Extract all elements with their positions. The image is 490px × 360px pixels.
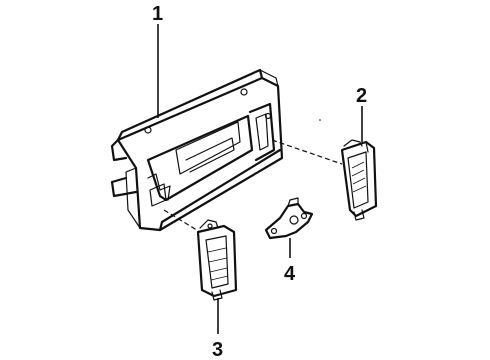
right-lamp-socket — [353, 209, 365, 221]
bezel-inner-frame — [175, 121, 241, 175]
left-lamp-top-clip — [199, 219, 219, 229]
bezel-left-flange-upper — [110, 138, 128, 162]
bezel-lower-lip — [158, 148, 282, 232]
right-lamp-top-clip — [343, 139, 363, 147]
bezel-left-flange-lower — [110, 176, 138, 198]
left-lamp-body — [196, 224, 238, 298]
bezel-inner-opening — [146, 114, 254, 202]
assembly-lines — [163, 139, 343, 233]
callout-3: 3 — [212, 339, 223, 360]
bezel-right-inner — [255, 113, 269, 151]
bezel-top-face — [116, 68, 264, 142]
headlamp-bezel — [110, 68, 284, 232]
bracket-tab — [287, 197, 299, 207]
bracket-hole-right — [300, 212, 308, 220]
right-lamp-side — [365, 141, 369, 153]
right-lamp-lens — [347, 151, 369, 209]
left-lamp-clip-hole — [207, 223, 213, 229]
bezel-mount-hole-left — [144, 126, 152, 134]
callout-1: 1 — [152, 3, 163, 25]
bezel-inner-step — [185, 137, 235, 173]
print-speck — [319, 119, 321, 121]
bezel-left-edge — [125, 167, 141, 229]
assembly-line-right-lamp — [271, 139, 343, 165]
bezel-top-edge — [259, 69, 279, 87]
bracket-body — [264, 202, 314, 240]
right-lamp-lens-hatch — [351, 161, 367, 193]
right-lamp-body — [340, 140, 378, 218]
callout-leaders — [157, 24, 363, 334]
mounting-bracket — [264, 197, 314, 240]
left-lamp-lens-hatch — [207, 247, 229, 281]
bezel-mount-hole-right — [240, 88, 248, 96]
bracket-center-hole — [289, 215, 299, 225]
bezel-small-window — [149, 183, 167, 207]
bezel-outer-frame — [116, 76, 284, 232]
callout-labels: 1 2 3 4 — [152, 3, 367, 360]
callout-2: 2 — [356, 85, 367, 107]
bezel-right-partition — [248, 102, 276, 162]
bezel-mount-hole-side — [264, 112, 272, 120]
bezel-lower-corner — [147, 173, 171, 201]
right-parking-lamp — [340, 139, 378, 221]
left-parking-lamp — [196, 219, 238, 301]
bracket-hole-left — [270, 227, 278, 235]
assembly-line-left-lamp — [163, 209, 201, 233]
callout-4: 4 — [284, 263, 296, 285]
